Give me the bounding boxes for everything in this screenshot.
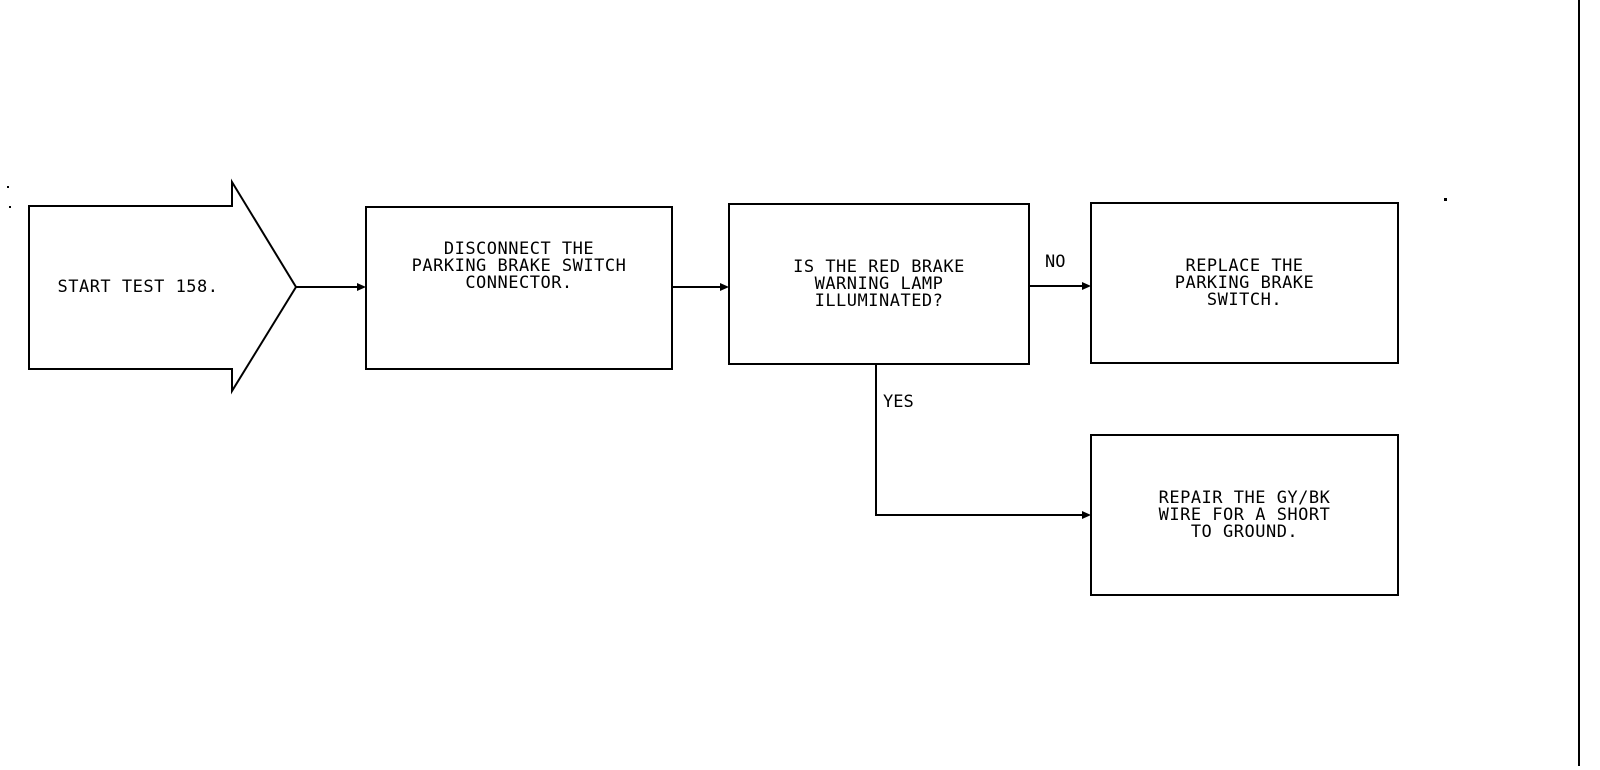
arrowhead-icon (1082, 511, 1091, 519)
connector-yes-branch (875, 364, 1083, 516)
scan-speck (1444, 198, 1447, 201)
no-branch-label: NO (1045, 252, 1066, 272)
repair-box (1090, 434, 1399, 596)
arrowhead-icon (357, 283, 366, 291)
yes-branch-label: YES (883, 392, 914, 412)
replace-box (1090, 202, 1399, 364)
disconnect-box (365, 206, 673, 370)
arrowhead-icon (1082, 282, 1091, 290)
scan-speck (7, 186, 9, 188)
scan-speck (9, 206, 11, 208)
start-arrow-shape (28, 178, 298, 395)
arrowhead-icon (720, 283, 729, 291)
question-box (728, 203, 1030, 365)
